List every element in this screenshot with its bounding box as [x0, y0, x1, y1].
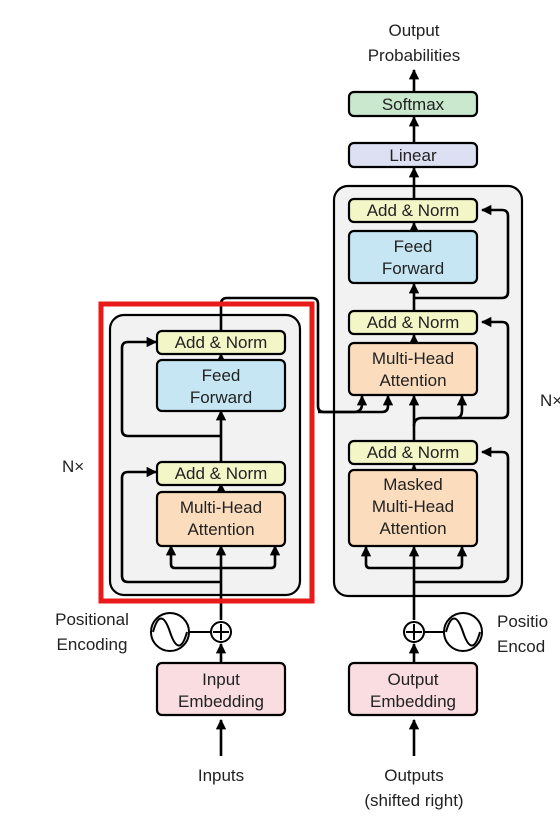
decoder-add-norm-2: Add & Norm: [347, 309, 479, 336]
decoder-add-norm-3: Add & Norm: [347, 197, 479, 224]
decoder-wires: [360, 68, 510, 663]
svg-text:Add & Norm: Add & Norm: [367, 443, 460, 462]
output-probabilities-label-line1: Output: [388, 21, 439, 40]
input-embedding: Input Embedding: [155, 661, 287, 717]
encoder-feed-forward: Feed Forward: [155, 358, 287, 413]
decoder-masked-attention: Masked Multi-Head Attention: [347, 468, 479, 548]
outputs-label-line2: (shifted right): [364, 791, 463, 810]
encoder-positional-sine-icon: [150, 612, 211, 652]
svg-text:Add & Norm: Add & Norm: [367, 313, 460, 332]
svg-text:Attention: Attention: [187, 520, 254, 539]
svg-text:Embedding: Embedding: [370, 692, 456, 711]
n-times-left-label: N×: [62, 457, 84, 476]
svg-text:Add & Norm: Add & Norm: [367, 201, 460, 220]
svg-text:Feed: Feed: [202, 366, 241, 385]
svg-text:Embedding: Embedding: [178, 692, 264, 711]
svg-text:Softmax: Softmax: [382, 95, 445, 114]
svg-text:Masked: Masked: [383, 475, 443, 494]
decoder-feed-forward: Feed Forward: [347, 229, 479, 285]
decoder-add-norm-1: Add & Norm: [347, 439, 479, 466]
positional-encoding-left-line2: Encoding: [57, 635, 128, 654]
svg-text:Multi-Head: Multi-Head: [372, 349, 454, 368]
svg-text:Forward: Forward: [190, 388, 252, 407]
output-embedding: Output Embedding: [347, 661, 479, 717]
decoder-positional-sine-icon: [424, 612, 483, 652]
encoder-highlight-box: [98, 301, 315, 604]
encoder-add-norm-2: Add & Norm: [155, 329, 287, 356]
svg-text:Output: Output: [387, 670, 438, 689]
svg-text:Add & Norm: Add & Norm: [175, 464, 268, 483]
encoder-add-icon: [210, 621, 232, 643]
outputs-label-line1: Outputs: [384, 766, 444, 785]
svg-text:Add & Norm: Add & Norm: [175, 333, 268, 352]
n-times-right-label: N×: [540, 391, 560, 410]
svg-text:Multi-Head: Multi-Head: [180, 498, 262, 517]
positional-encoding-right-line2: Encod: [497, 637, 545, 656]
encoder-add-norm-1: Add & Norm: [155, 460, 287, 487]
encoder-multi-head-attention: Multi-Head Attention: [155, 490, 287, 548]
positional-encoding-left-line1: Positional: [55, 610, 129, 629]
decoder-cross-attention: Multi-Head Attention: [347, 341, 479, 397]
linear-block: Linear: [347, 141, 479, 169]
svg-text:Attention: Attention: [379, 519, 446, 538]
svg-text:Input: Input: [202, 670, 240, 689]
svg-text:Linear: Linear: [389, 146, 437, 165]
encoder-wires: [120, 296, 394, 663]
svg-text:Forward: Forward: [382, 259, 444, 278]
decoder-add-icon: [403, 621, 425, 643]
softmax-block: Softmax: [347, 90, 479, 118]
positional-encoding-right-line1: Positio: [497, 612, 548, 631]
svg-text:Feed: Feed: [394, 237, 433, 256]
encoder-stack: [108, 313, 302, 597]
svg-text:Multi-Head: Multi-Head: [372, 497, 454, 516]
inputs-label: Inputs: [198, 766, 244, 785]
svg-text:Attention: Attention: [379, 371, 446, 390]
output-probabilities-label-line2: Probabilities: [368, 46, 461, 65]
